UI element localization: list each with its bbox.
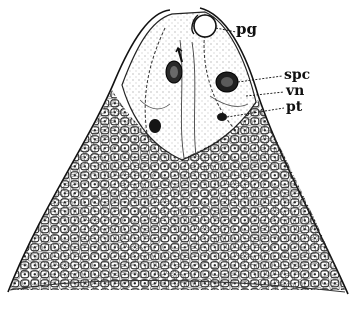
- pt-spot: [217, 113, 227, 121]
- pg-gland: [194, 15, 216, 37]
- vn-spot: [149, 119, 161, 133]
- label-pg: pg: [236, 22, 257, 37]
- label-spc: spc: [284, 68, 310, 82]
- label-pt: pt: [286, 100, 302, 114]
- label-vn: vn: [286, 84, 304, 98]
